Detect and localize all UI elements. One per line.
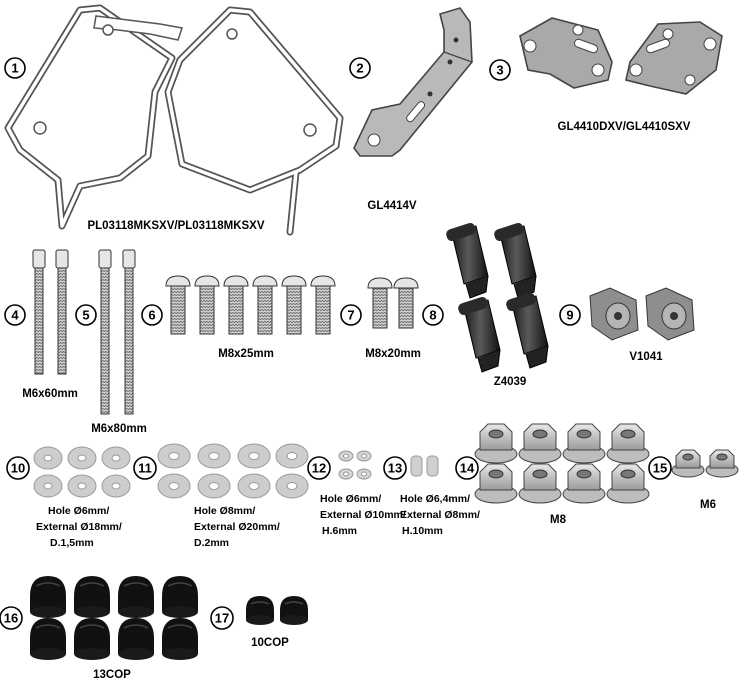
- label-item-7: M8x20mm: [365, 348, 421, 360]
- label-item-13-line-3: H.10mm: [402, 525, 443, 537]
- label-item-15: M6: [700, 499, 716, 511]
- badge-15: 15: [648, 456, 672, 480]
- nuts-m8-part: [474, 423, 650, 504]
- bolts-m6x60-part: [32, 249, 69, 375]
- washers-8mm-part: [157, 443, 309, 499]
- label-item-3: GL4410DXV/GL4410SXV: [558, 121, 691, 133]
- nuts-m6-part: [671, 449, 739, 478]
- badge-13: 13: [383, 456, 407, 480]
- bracket-gl4414v-part: [353, 7, 473, 157]
- label-item-11-line-3: D.2mm: [194, 537, 229, 549]
- svg-text:4: 4: [11, 308, 19, 323]
- svg-text:10: 10: [11, 461, 25, 476]
- badge-6: 6: [141, 304, 163, 326]
- svg-text:13: 13: [388, 461, 402, 476]
- caps-10cop-part: [246, 595, 309, 626]
- svg-text:14: 14: [460, 461, 475, 476]
- caps-13cop-part: [29, 575, 199, 661]
- badge-9: 9: [559, 304, 581, 326]
- badge-2: 2: [349, 57, 371, 79]
- badge-17: 17: [210, 606, 234, 630]
- washers-6mm-part: [33, 446, 131, 498]
- svg-text:7: 7: [347, 308, 354, 323]
- badge-16: 16: [0, 606, 23, 630]
- badge-1: 1: [4, 57, 26, 79]
- label-item-10-line-1: Hole Ø6mm/: [48, 505, 109, 517]
- spacers-v1041-part: [589, 287, 695, 341]
- label-item-14: M8: [550, 514, 567, 526]
- badge-12: 12: [307, 456, 331, 480]
- label-item-1: PL03118MKSXV/PL03118MKSXV: [87, 220, 264, 232]
- svg-text:3: 3: [496, 63, 503, 78]
- svg-text:16: 16: [4, 611, 18, 626]
- badge-7: 7: [340, 304, 362, 326]
- svg-text:8: 8: [429, 308, 436, 323]
- svg-text:15: 15: [653, 461, 667, 476]
- svg-text:1: 1: [11, 61, 18, 76]
- svg-text:9: 9: [566, 308, 573, 323]
- badge-8: 8: [422, 304, 444, 326]
- svg-text:5: 5: [82, 308, 89, 323]
- item-labels: PL03118MKSXV/PL03118MKSXV GL4414V GL4410…: [22, 121, 716, 681]
- label-item-2: GL4414V: [367, 200, 417, 212]
- badge-14: 14: [455, 456, 479, 480]
- label-item-11-line-2: External Ø20mm/: [194, 521, 280, 533]
- badge-11: 11: [133, 456, 157, 480]
- label-item-12-line-1: Hole Ø6mm/: [320, 493, 381, 505]
- svg-text:17: 17: [215, 611, 229, 626]
- label-item-6: M8x25mm: [218, 348, 274, 360]
- knobs-z4039-part: [446, 221, 549, 373]
- label-item-10-line-2: External Ø18mm/: [36, 521, 122, 533]
- badge-5: 5: [75, 304, 97, 326]
- svg-text:6: 6: [148, 308, 155, 323]
- label-item-11-line-1: Hole Ø8mm/: [194, 505, 255, 517]
- spacers-6mm-part: [338, 450, 372, 480]
- bolts-m6x80-part: [98, 249, 136, 415]
- item-number-badges: 1 2 3 4 5 6 7 8 9 10 11 12 13 14 15 16 1…: [0, 57, 672, 630]
- plates-gl4410-part: [519, 17, 723, 95]
- svg-text:12: 12: [312, 461, 326, 476]
- label-item-16: 13COP: [93, 669, 131, 681]
- label-item-8: Z4039: [494, 376, 527, 388]
- spacers-6-4mm-part: [410, 455, 439, 477]
- label-item-4: M6x60mm: [22, 388, 78, 400]
- pannier-frame-part: [4, 4, 344, 236]
- label-item-12-line-3: H.6mm: [322, 525, 357, 537]
- label-item-5: M6x80mm: [91, 423, 147, 435]
- label-item-17: 10COP: [251, 637, 289, 649]
- svg-text:11: 11: [138, 461, 152, 476]
- label-item-12-line-2: External Ø10mm/: [320, 509, 406, 521]
- bolts-m8x20-part: [367, 277, 419, 329]
- svg-text:2: 2: [356, 61, 363, 76]
- badge-4: 4: [4, 304, 26, 326]
- label-item-13-line-2: External Ø8mm/: [400, 509, 480, 521]
- label-item-9: V1041: [629, 351, 663, 363]
- badge-3: 3: [489, 59, 511, 81]
- bolts-m8x25-part: [165, 275, 336, 335]
- label-item-13-line-1: Hole Ø6,4mm/: [400, 493, 470, 505]
- label-item-10-line-3: D.1,5mm: [50, 537, 94, 549]
- badge-10: 10: [6, 456, 30, 480]
